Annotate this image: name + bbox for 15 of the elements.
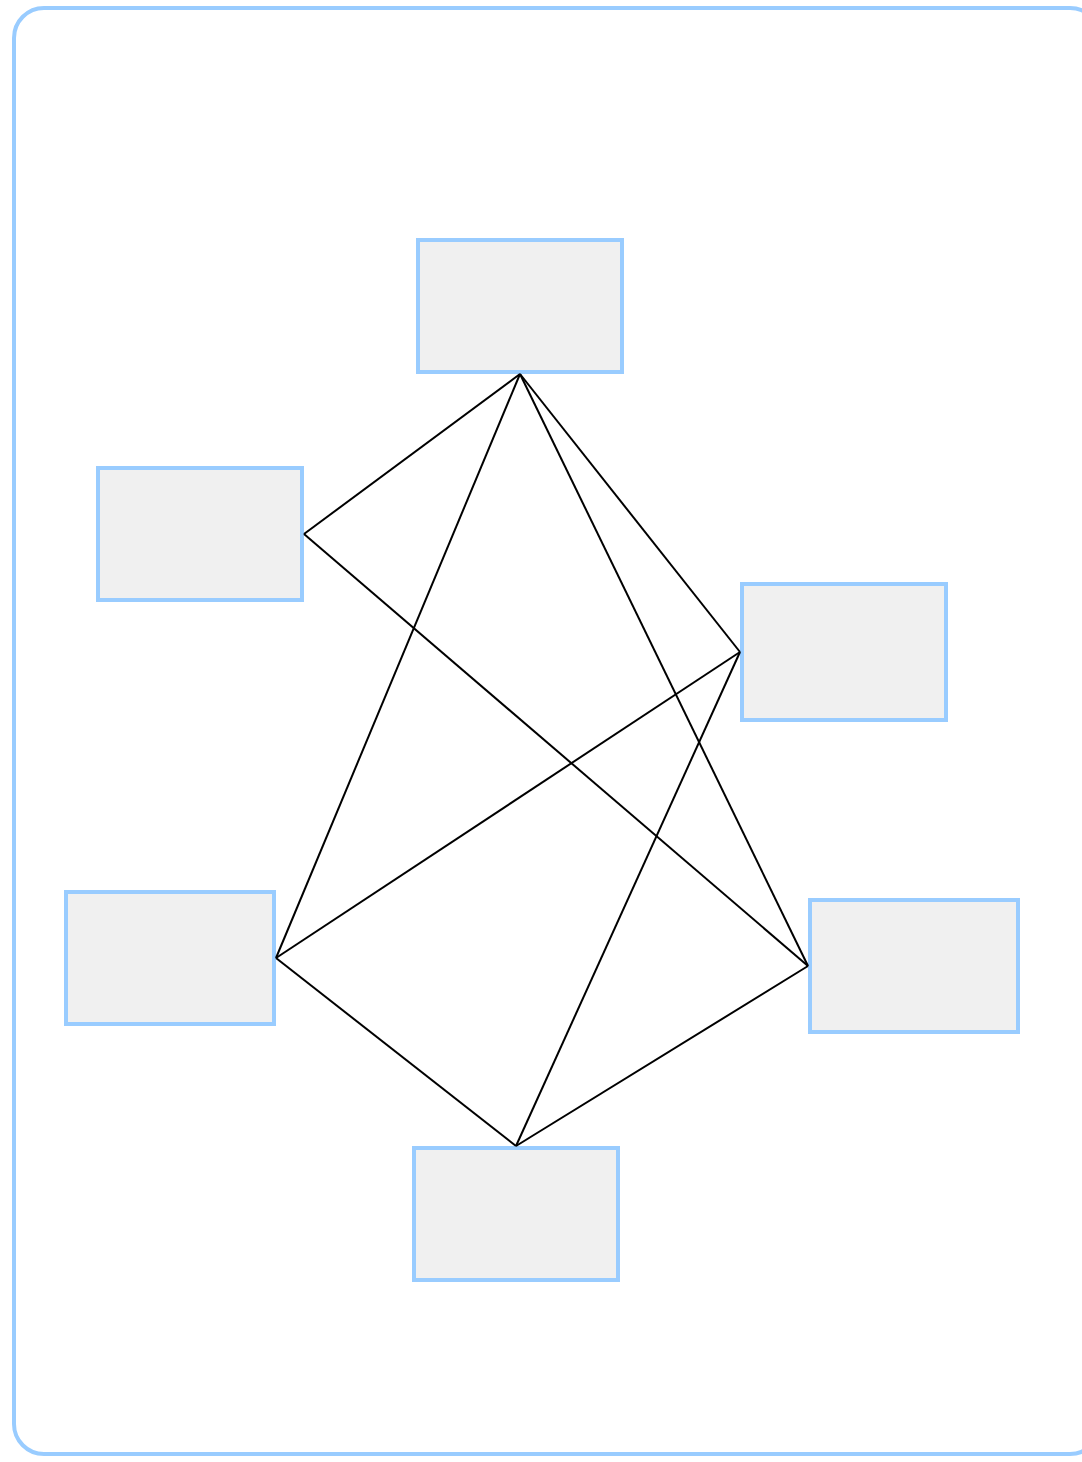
connector-line bbox=[519, 373, 809, 967]
connector-line bbox=[303, 533, 809, 967]
connector-line bbox=[515, 651, 741, 1147]
node-box bbox=[808, 898, 1020, 1034]
node-box bbox=[416, 238, 624, 374]
node-box bbox=[96, 466, 304, 602]
connector-line bbox=[303, 373, 521, 535]
node-box bbox=[64, 890, 276, 1026]
connector-line bbox=[519, 373, 741, 653]
connector-line bbox=[275, 957, 517, 1147]
node-box bbox=[740, 582, 948, 722]
connector-line bbox=[515, 965, 809, 1147]
connector-line bbox=[275, 373, 521, 959]
node-box bbox=[412, 1146, 620, 1282]
connector-line bbox=[275, 651, 741, 959]
